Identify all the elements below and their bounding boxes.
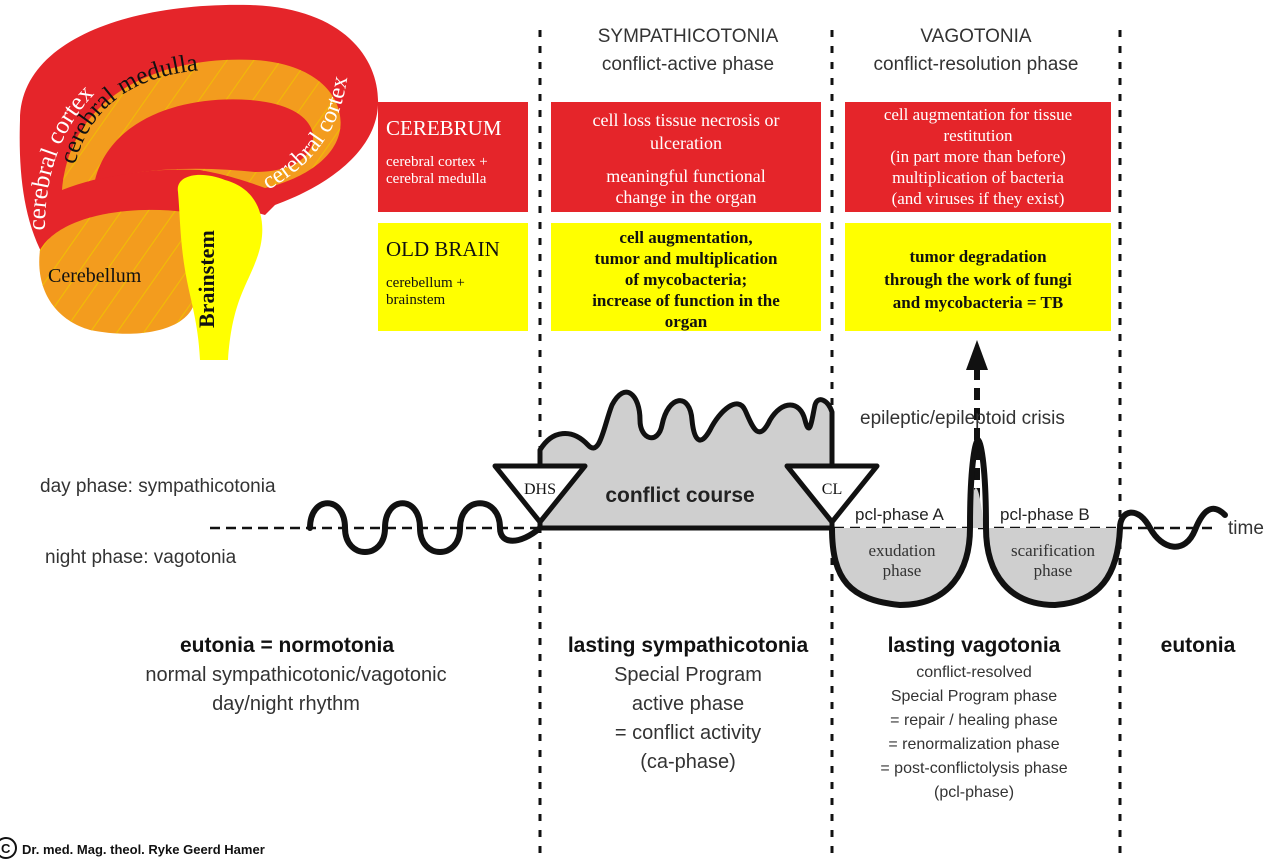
dhs-label: DHS bbox=[524, 481, 556, 498]
box-yellow-active: cell augmentation, tumor and multiplicat… bbox=[551, 223, 821, 331]
brainstem-shape bbox=[177, 174, 263, 360]
night-phase-label: night phase: vagotonia bbox=[45, 547, 237, 568]
yellow-active-line-4: increase of function in the bbox=[592, 291, 780, 310]
red-active-line-1: cell loss tissue necrosis or bbox=[593, 110, 780, 130]
exudation-label-2: phase bbox=[883, 561, 922, 580]
conflict-course-area bbox=[537, 389, 835, 531]
bottom-sympathicotonia: lasting sympathicotonia Special Program … bbox=[568, 634, 809, 773]
lasting-vagotonia-title: lasting vagotonia bbox=[888, 634, 1061, 657]
bottom-vagotonia: lasting vagotonia conflict-resolved Spec… bbox=[880, 634, 1067, 801]
brain-label-brainstem: Brainstem bbox=[194, 230, 219, 328]
red-active-line-3: meaningful functional bbox=[606, 166, 765, 186]
cl-marker: CL bbox=[784, 463, 880, 525]
copyright-text: Dr. med. Mag. theol. Ryke Geerd Hamer bbox=[22, 842, 265, 857]
time-axis-label: time bbox=[1228, 518, 1264, 539]
header-vagotonia-sub: conflict-resolution phase bbox=[874, 54, 1079, 75]
red-active-line-4: change in the organ bbox=[615, 187, 756, 207]
scarification-label-2: phase bbox=[1034, 561, 1073, 580]
brain-illustration: cerebral cortex cerebral medulla cerebra… bbox=[19, 4, 379, 360]
cerebrum-title: CEREBRUM bbox=[386, 116, 502, 140]
box-red-resolution: cell augmentation for tissue restitution… bbox=[845, 102, 1111, 212]
eutonia-right-title: eutonia bbox=[1161, 634, 1236, 657]
eutonia-line-2: day/night rhythm bbox=[212, 693, 360, 715]
brain-label-cerebellum: Cerebellum bbox=[48, 265, 142, 287]
yellow-active-line-2: tumor and multiplication bbox=[595, 249, 778, 268]
vagotonia-line-2: Special Program phase bbox=[891, 688, 1057, 705]
exudation-label-1: exudation bbox=[868, 541, 936, 560]
header-sympathicotonia-sub: conflict-active phase bbox=[602, 54, 774, 75]
cerebrum-sub-1: cerebral cortex + bbox=[386, 154, 488, 170]
cl-label: CL bbox=[822, 481, 842, 498]
vegetative-rhythm-curve bbox=[307, 436, 1228, 609]
vagotonia-line-4: = renormalization phase bbox=[888, 736, 1059, 753]
sympathicotonia-line-3: = conflict activity bbox=[615, 722, 761, 744]
pcl-phase-b-label: pcl-phase B bbox=[1000, 505, 1090, 524]
day-phase-label: day phase: sympathicotonia bbox=[40, 476, 276, 497]
red-resolution-line-3: (in part more than before) bbox=[890, 147, 1066, 166]
sympathicotonia-line-1: Special Program bbox=[614, 664, 762, 686]
header-vagotonia-title: VAGOTONIA bbox=[920, 26, 1032, 47]
scarification-label-1: scarification bbox=[1011, 541, 1096, 560]
cerebrum-sub-2: cerebral medulla bbox=[386, 171, 487, 187]
sympathicotonia-line-2: active phase bbox=[632, 693, 744, 715]
box-red-active: cell loss tissue necrosis or ulceration … bbox=[551, 102, 821, 212]
red-resolution-line-5: (and viruses if they exist) bbox=[892, 189, 1065, 208]
yellow-active-line-5: organ bbox=[665, 312, 708, 331]
red-resolution-line-2: restitution bbox=[944, 126, 1013, 145]
box-yellow-resolution: tumor degradation through the work of fu… bbox=[845, 223, 1111, 331]
vagotonia-line-3: = repair / healing phase bbox=[890, 712, 1058, 729]
yellow-resolution-line-1: tumor degradation bbox=[909, 247, 1047, 266]
epileptic-crisis-label: epileptic/epileptoid crisis bbox=[860, 408, 1065, 429]
conflict-course-label: conflict course bbox=[605, 484, 754, 507]
eutonia-title: eutonia = normotonia bbox=[180, 634, 394, 657]
vagotonia-line-6: (pcl-phase) bbox=[934, 784, 1014, 801]
bottom-eutonia: eutonia = normotonia normal sympathicoto… bbox=[145, 634, 446, 715]
row-label-old-brain: OLD BRAIN cerebellum + brainstem bbox=[378, 223, 528, 331]
yellow-active-line-3: of mycobacteria; bbox=[625, 270, 747, 289]
phase-headers: SYMPATHICOTONIA conflict-active phase VA… bbox=[598, 26, 1079, 75]
row-label-cerebrum: CEREBRUM cerebral cortex + cerebral medu… bbox=[378, 102, 528, 212]
copyright: C Dr. med. Mag. theol. Ryke Geerd Hamer bbox=[0, 837, 265, 859]
copyright-icon bbox=[0, 837, 17, 859]
header-sympathicotonia-title: SYMPATHICOTONIA bbox=[598, 26, 779, 47]
red-resolution-line-1: cell augmentation for tissue bbox=[884, 105, 1072, 124]
sympathicotonia-line-4: (ca-phase) bbox=[640, 751, 736, 773]
eutonia-line-1: normal sympathicotonic/vagotonic bbox=[145, 664, 446, 686]
red-resolution-line-4: multiplication of bacteria bbox=[892, 168, 1064, 187]
red-active-line-2: ulceration bbox=[650, 133, 722, 153]
healing-phase-area bbox=[832, 488, 1120, 605]
copyright-symbol: C bbox=[1, 841, 11, 856]
yellow-active-line-1: cell augmentation, bbox=[619, 228, 752, 247]
oldbrain-title: OLD BRAIN bbox=[386, 237, 500, 261]
dhs-marker: DHS bbox=[492, 463, 588, 525]
oldbrain-sub-2: brainstem bbox=[386, 292, 445, 308]
arrow-up-icon bbox=[966, 340, 988, 370]
yellow-resolution-line-3: and mycobacteria = TB bbox=[893, 293, 1063, 312]
yellow-resolution-line-2: through the work of fungi bbox=[884, 270, 1072, 289]
vagotonia-line-1: conflict-resolved bbox=[916, 664, 1032, 681]
lasting-sympathicotonia-title: lasting sympathicotonia bbox=[568, 634, 809, 657]
oldbrain-sub-1: cerebellum + bbox=[386, 275, 465, 291]
vagotonia-line-5: = post-conflictolysis phase bbox=[880, 760, 1067, 777]
pcl-phase-a-label: pcl-phase A bbox=[855, 505, 944, 524]
